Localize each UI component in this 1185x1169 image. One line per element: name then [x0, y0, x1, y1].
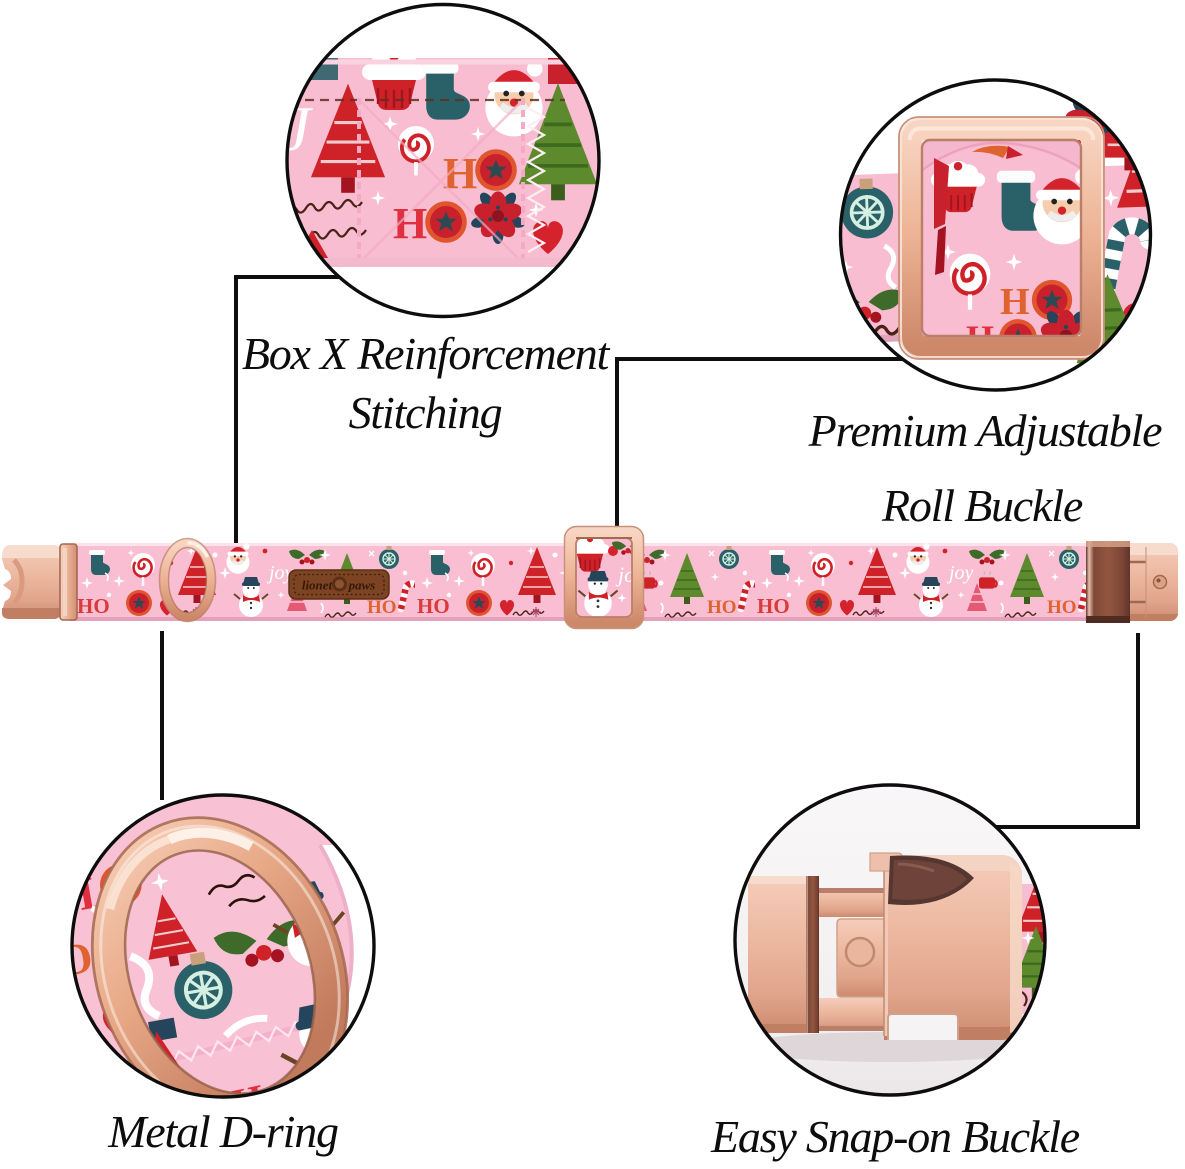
svg-text:Metal D-ring: Metal D-ring [107, 1106, 338, 1157]
svg-text:H: H [966, 318, 994, 358]
svg-text:lionet: lionet [302, 578, 333, 593]
svg-text:Box X Reinforcement: Box X Reinforcement [242, 328, 611, 379]
svg-text:H: H [1000, 281, 1030, 323]
svg-text:paws: paws [348, 578, 376, 593]
svg-text:Premium Adjustable: Premium Adjustable [808, 405, 1163, 456]
svg-text:Easy Snap-on Buckle: Easy Snap-on Buckle [710, 1111, 1080, 1162]
svg-text:Roll Buckle: Roll Buckle [881, 480, 1083, 531]
svg-text:joy: joy [615, 562, 645, 587]
svg-text:Stitching: Stitching [349, 387, 502, 438]
